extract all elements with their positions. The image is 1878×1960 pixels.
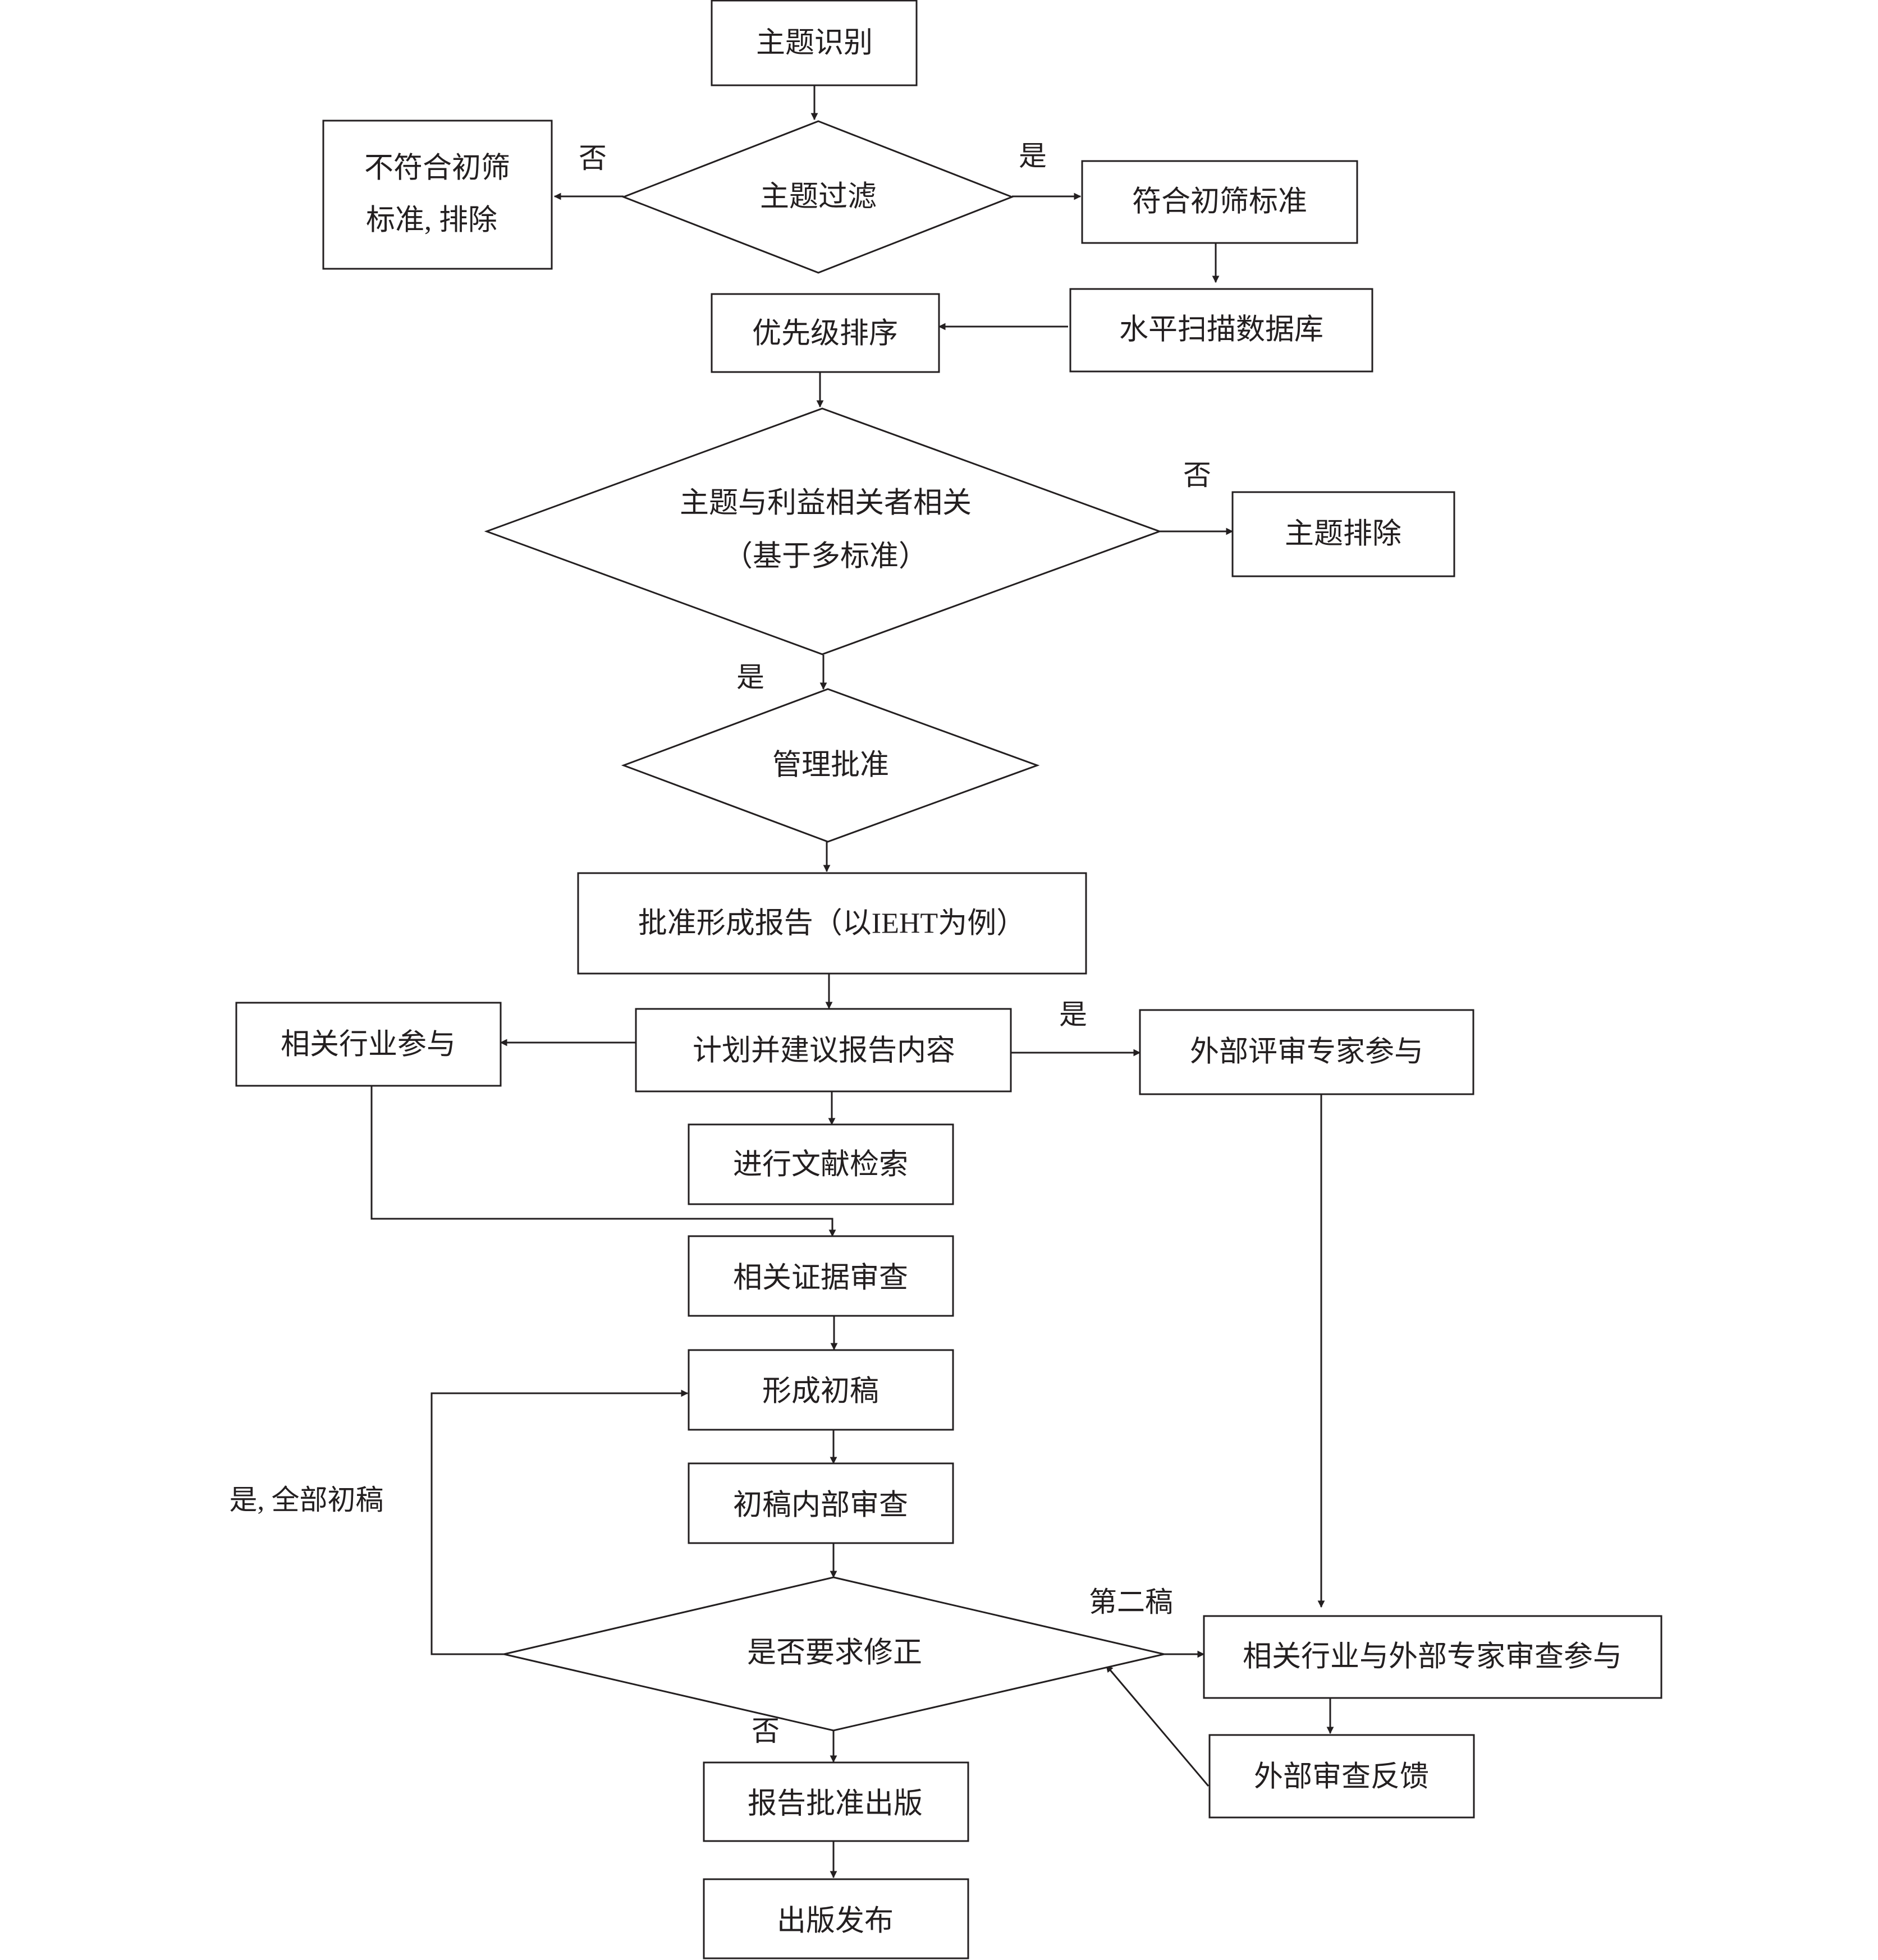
node-revision-needed: 是否要求修正 xyxy=(503,1576,1165,1732)
topic-exclude-label: 主题排除 xyxy=(1285,518,1401,550)
arrow-revision-yes-to-draft xyxy=(430,1389,689,1655)
topic-identify-label: 主题识别 xyxy=(756,27,873,59)
edge-label-stakeholder-yes: 是 xyxy=(736,662,764,693)
node-industry-expert-review: 相关行业与外部专家审查参与 xyxy=(1203,1615,1662,1699)
node-publish-release: 出版发布 xyxy=(703,1878,969,1959)
approve-report-label: 批准形成报告（以IEHT为例） xyxy=(638,908,1025,940)
revision-needed-label: 是否要求修正 xyxy=(747,1637,922,1669)
connectors xyxy=(370,85,1334,1879)
edge-label-filter-yes: 是 xyxy=(1019,140,1047,172)
edge-labels: 否 是 否 是 是 是, 全部初稿 第二稿 否 xyxy=(230,140,1212,1747)
node-horizon-scan: 水平扫描数据库 xyxy=(1069,288,1373,373)
node-stakeholder-relevance: 主题与利益相关者相关 （基于多标准） xyxy=(484,407,1162,655)
node-mgmt-approve: 管理批准 xyxy=(621,688,1040,843)
meet-criteria-label: 符合初筛标准 xyxy=(1132,186,1307,218)
edge-label-filter-no: 否 xyxy=(579,143,607,174)
node-first-draft: 形成初稿 xyxy=(688,1349,954,1431)
industry-expert-review-label: 相关行业与外部专家审查参与 xyxy=(1243,1641,1622,1673)
industry-participate-label: 相关行业参与 xyxy=(281,1029,456,1061)
node-topic-identify: 主题识别 xyxy=(711,0,918,86)
node-plan-content: 计划并建议报告内容 xyxy=(635,1008,1012,1093)
edge-label-revision-yes-all: 是, 全部初稿 xyxy=(230,1484,384,1516)
report-approve-publish-label: 报告批准出版 xyxy=(748,1788,923,1820)
horizon-scan-label: 水平扫描数据库 xyxy=(1119,314,1323,346)
node-meet-criteria: 符合初筛标准 xyxy=(1081,160,1358,244)
node-topic-exclude: 主题排除 xyxy=(1231,491,1455,577)
edge-label-second-draft: 第二稿 xyxy=(1089,1586,1173,1618)
node-external-feedback: 外部审查反馈 xyxy=(1208,1734,1475,1819)
not-meet-label-line2: 标准, 排除 xyxy=(366,205,497,237)
evidence-review-label: 相关证据审查 xyxy=(733,1263,908,1295)
edge-label-stakeholder-no: 否 xyxy=(1183,460,1211,491)
node-expert-participate: 外部评审专家参与 xyxy=(1139,1009,1474,1095)
literature-search-label: 进行文献检索 xyxy=(733,1149,908,1181)
priority-rank-label: 优先级排序 xyxy=(752,318,898,350)
node-draft-internal-review: 初稿内部审查 xyxy=(688,1462,954,1544)
node-approve-report: 批准形成报告（以IEHT为例） xyxy=(577,872,1087,975)
not-meet-label-line1: 不符合初筛 xyxy=(364,153,510,185)
node-evidence-review: 相关证据审查 xyxy=(688,1235,954,1317)
draft-internal-review-label: 初稿内部审查 xyxy=(733,1490,908,1522)
stakeholder-label-line2: （基于多标准） xyxy=(723,541,928,573)
topic-filter-label: 主题过滤 xyxy=(760,181,877,213)
node-literature-search: 进行文献检索 xyxy=(688,1123,954,1205)
node-topic-filter: 主题过滤 xyxy=(621,120,1015,274)
node-industry-participate: 相关行业参与 xyxy=(235,1002,502,1087)
edge-label-plan-yes: 是 xyxy=(1059,999,1087,1030)
arrow-feedback-to-revision xyxy=(1105,1665,1210,1787)
mgmt-approve-label: 管理批准 xyxy=(772,750,889,782)
arrow-industry-to-evidence xyxy=(370,1086,836,1237)
publish-release-label: 出版发布 xyxy=(777,1906,894,1938)
first-draft-label: 形成初稿 xyxy=(762,1376,879,1408)
node-not-meet-criteria: 不符合初筛 标准, 排除 xyxy=(322,120,553,270)
expert-participate-label: 外部评审专家参与 xyxy=(1190,1036,1423,1068)
external-feedback-label: 外部审查反馈 xyxy=(1254,1761,1429,1793)
node-priority-rank: 优先级排序 xyxy=(711,293,940,373)
node-report-approve-publish: 报告批准出版 xyxy=(703,1761,969,1842)
edge-label-revision-no: 否 xyxy=(752,1715,780,1747)
plan-content-label: 计划并建议报告内容 xyxy=(693,1035,955,1067)
stakeholder-label-line1: 主题与利益相关者相关 xyxy=(680,488,972,520)
